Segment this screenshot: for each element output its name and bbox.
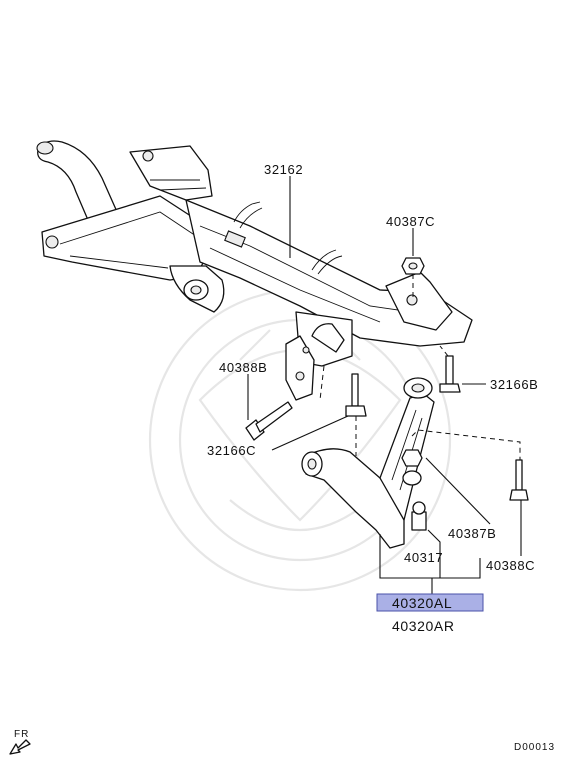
- label-40317: 40317: [404, 550, 443, 565]
- bolt-40388b: [245, 401, 293, 441]
- direction-label: FR: [14, 729, 29, 740]
- label-40388c: 40388C: [486, 558, 535, 573]
- arrow-icon: [9, 739, 31, 755]
- label-32166c: 32166C: [207, 443, 256, 458]
- part-labels: 32162 40387C 40388B 32166B 32166C 40387B…: [207, 162, 538, 634]
- guide-lines: [319, 274, 521, 460]
- label-40320al[interactable]: 40320AL: [392, 595, 452, 611]
- label-32166b: 32166B: [490, 377, 538, 392]
- nut-40387b: [401, 449, 423, 486]
- label-32162: 32162: [264, 162, 303, 177]
- label-40387b: 40387B: [448, 526, 496, 541]
- crossmember-32162: [36, 140, 473, 401]
- front-direction-indicator: FR: [9, 729, 31, 755]
- bolt-32166b: [439, 355, 461, 393]
- label-40387c: 40387C: [386, 214, 435, 229]
- label-40388b: 40388B: [219, 360, 267, 375]
- ball-joint-40317: [411, 501, 427, 531]
- bolt-32166c: [345, 373, 367, 417]
- label-40320ar[interactable]: 40320AR: [392, 618, 455, 634]
- highlight-40320al: [376, 593, 484, 612]
- nut-40387c: [401, 257, 425, 275]
- leader-lines: [247, 176, 522, 594]
- bolt-40388c: [509, 459, 529, 501]
- diagram-code: D00013: [514, 742, 555, 753]
